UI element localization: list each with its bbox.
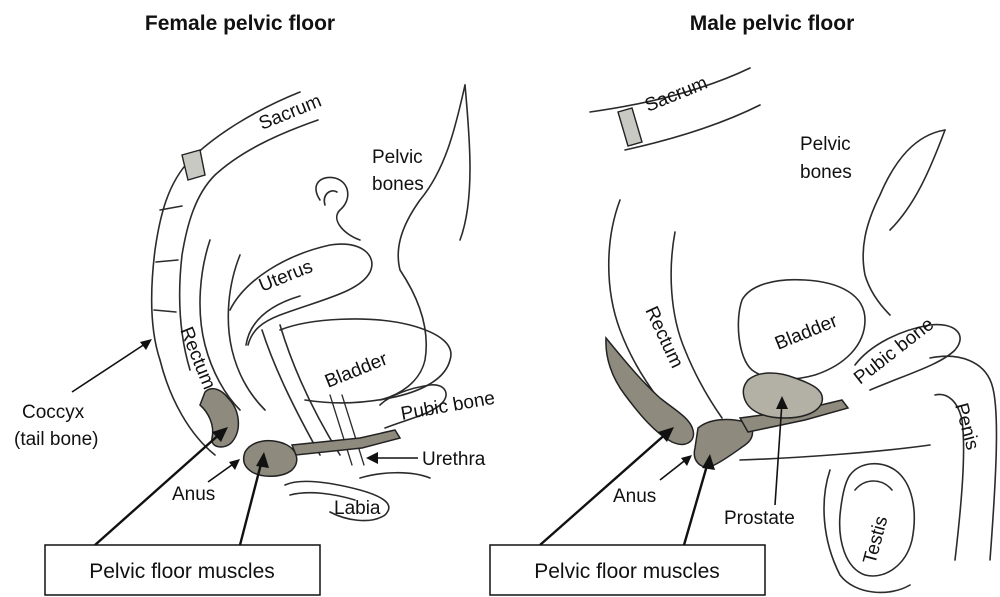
female-labia-label: Labia — [334, 498, 381, 519]
female-pubic-bone-label: Pubic bone — [399, 388, 496, 425]
female-coccyx-arrow — [72, 339, 152, 392]
female-title: Female pelvic floor — [145, 12, 335, 35]
male-title: Male pelvic floor — [690, 12, 855, 35]
male-sacrum-shape — [590, 68, 760, 150]
male-sacrum-label: Sacrum — [642, 73, 711, 117]
female-panel: Female pelvic floor — [14, 12, 497, 595]
male-prostate-label: Prostate — [724, 508, 795, 529]
female-bladder-label: Bladder — [322, 348, 391, 392]
female-uterus-label: Uterus — [256, 256, 316, 296]
female-pelvic-muscle-anterior — [244, 441, 297, 477]
male-prostate-shape — [743, 373, 822, 418]
male-pubic-bone-label: Pubic bone — [850, 314, 938, 389]
male-muscle-arrow-right — [684, 454, 715, 545]
female-coccyx-label-2: (tail bone) — [14, 429, 99, 450]
male-pelvic-bones-label-1: Pelvic — [800, 134, 851, 155]
female-anus-label: Anus — [172, 484, 215, 505]
male-bladder-label: Bladder — [772, 310, 841, 354]
male-anus-arrow — [660, 455, 692, 480]
male-pelvic-bones-label-2: bones — [800, 162, 852, 183]
female-urethra-label: Urethra — [422, 449, 486, 470]
female-pelvic-bones-shape — [380, 85, 465, 400]
female-pelvic-bones-label-1: Pelvic — [372, 147, 423, 168]
male-pelvic-bones-shape — [863, 130, 945, 315]
female-muscles-label: Pelvic floor muscles — [89, 560, 275, 583]
male-penis-label: Penis — [950, 401, 983, 452]
female-rectum-label: Rectum — [175, 324, 219, 393]
female-sacrum-shape — [152, 92, 318, 370]
female-sacrum-label: Sacrum — [256, 91, 325, 135]
female-coccyx-label-1: Coccyx — [22, 402, 85, 423]
female-anus-arrow — [208, 459, 240, 482]
female-urethra-arrow — [366, 452, 418, 464]
male-panel: Male pelvic floor — [490, 12, 996, 595]
male-anus-label: Anus — [613, 486, 656, 507]
male-testis-label: Testis — [860, 514, 893, 566]
male-muscles-label: Pelvic floor muscles — [534, 560, 720, 583]
female-pelvic-bones-label-2: bones — [372, 174, 424, 195]
